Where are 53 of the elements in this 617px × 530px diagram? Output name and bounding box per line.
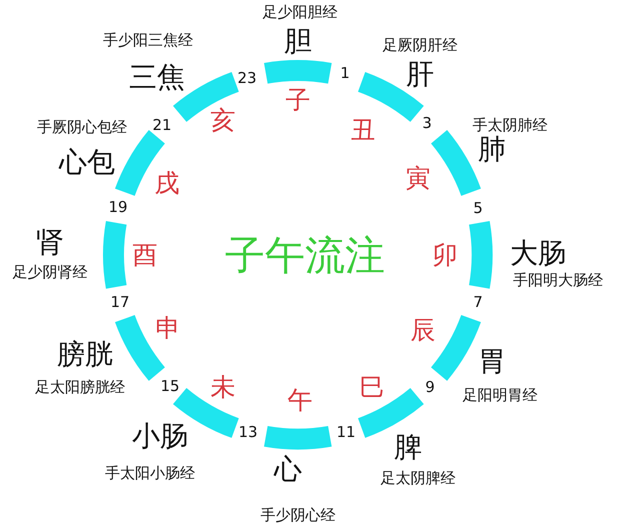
organ-label: 肝 [406,60,434,90]
organ-label: 胃 [478,346,506,378]
hour-number: 11 [336,424,356,440]
hour-number: 19 [108,198,128,216]
earthly-branch-label: 未 [210,373,236,401]
earthly-branch-label: 寅 [406,164,430,192]
organ-label: 肾 [36,228,64,258]
hour-number: 9 [425,378,435,396]
earthly-branch-label: 申 [156,314,180,342]
organ-label: 大肠 [510,238,566,270]
hour-number: 21 [152,116,172,134]
arc-segment [469,221,493,289]
earthly-branch-label: 亥 [210,106,236,134]
meridian-label: 手太阳小肠经 [105,464,195,482]
earthly-branch-label: 酉 [132,241,158,269]
earthly-branch-label: 辰 [410,316,436,344]
organ-label: 膀胱 [57,340,113,370]
organ-label: 三焦 [129,62,185,94]
arc-segment [264,426,332,450]
organ-label: 心包 [59,148,115,178]
hour-number: 1 [340,64,350,82]
hour-number: 23 [237,70,257,86]
meridian-label: 手少阳三焦经 [103,32,193,48]
meridian-label: 足太阳膀胱经 [35,378,125,396]
earthly-branch-label: 午 [288,386,312,414]
hour-number: 15 [160,378,180,394]
organ-label: 肺 [478,134,506,166]
organ-label: 脾 [394,432,422,464]
meridian-label: 足少阳胆经 [262,4,338,20]
meridian-label: 手厥阴心包经 [37,118,127,136]
earthly-branch-label: 丑 [350,116,376,144]
earthly-branch-label: 巳 [360,373,384,401]
earthly-branch-label: 戌 [154,169,180,197]
meridian-label: 足少阴肾经 [12,264,88,280]
hour-number: 7 [473,294,483,310]
organ-label: 心 [274,454,302,486]
hour-number: 5 [473,200,483,216]
meridian-label: 足厥阴肝经 [382,36,458,54]
meridian-label: 手少阴心经 [260,506,336,524]
organ-label: 小肠 [132,422,188,452]
diagram-title: 子午流注 [225,234,385,278]
meridian-label: 手太阴肺经 [472,116,548,134]
arc-segment [264,60,332,84]
hour-number: 17 [110,294,130,310]
earthly-branch-label: 卯 [432,241,458,269]
meridian-label: 足太阴脾经 [380,470,456,486]
meridian-label: 足阳明胃经 [462,386,538,404]
earthly-branch-label: 子 [286,86,310,114]
arc-segment [103,221,127,289]
meridian-label: 手阳明大肠经 [513,272,603,288]
organ-label: 胆 [284,26,312,58]
hour-number: 13 [238,424,258,440]
hour-number: 3 [422,114,432,132]
